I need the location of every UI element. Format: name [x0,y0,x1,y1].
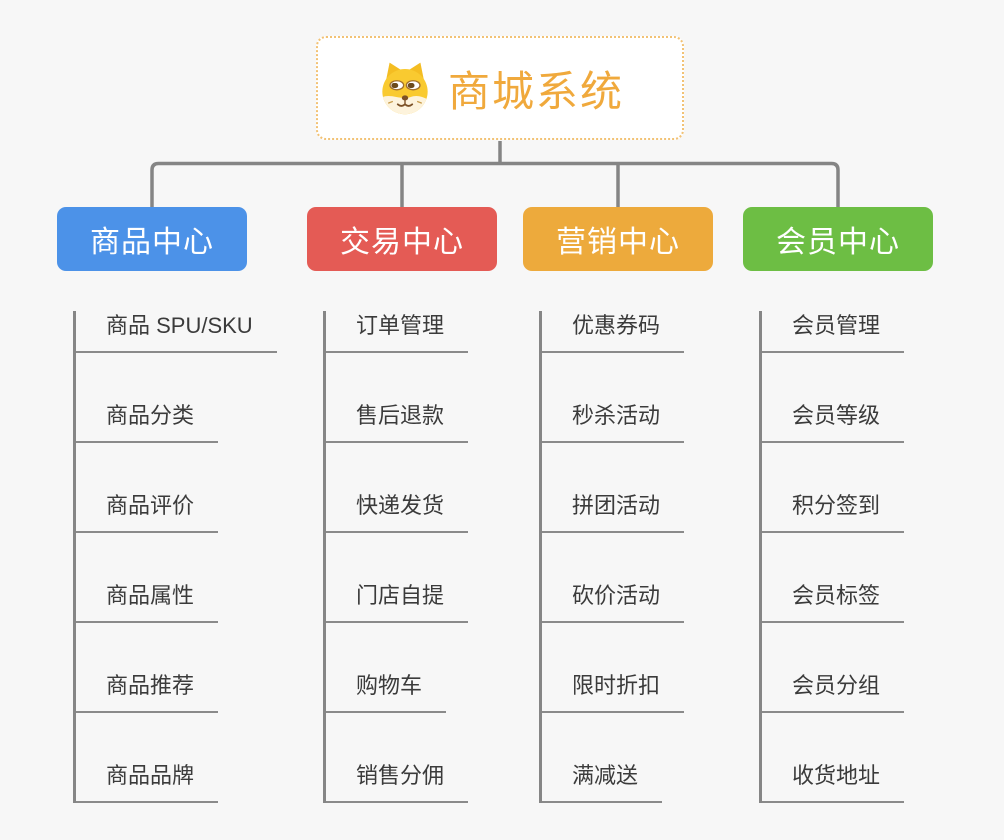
branch-bus-line [150,161,840,208]
sub-topic[interactable]: 商品品牌 [73,761,219,803]
branch-column: 营销中心 优惠券码秒杀活动拼团活动砍价活动限时折扣满减送 [523,207,773,803]
sub-topic[interactable]: 会员等级 [759,401,905,443]
branch-column: 商品中心 商品 SPU/SKU 商品分类商品评价商品属性商品推荐商品品牌 [57,207,307,803]
sub-topic[interactable]: 订单管理 [323,311,469,353]
branch-node-trade[interactable]: 交易中心 [307,207,497,271]
branch-children: 商品 SPU/SKU 商品分类商品评价商品属性商品推荐商品品牌 [73,311,277,803]
branch-label: 会员中心 [776,226,900,259]
sub-topic[interactable]: 积分签到 [759,491,905,533]
branch-column: 交易中心 订单管理售后退款快递发货门店自提购物车销售分佣 [307,207,557,803]
sub-topic[interactable]: 砍价活动 [539,581,685,623]
branch-node-product[interactable]: 商品中心 [57,207,247,271]
branch-label: 商品中心 [90,226,214,259]
branch-children: 优惠券码秒杀活动拼团活动砍价活动限时折扣满减送 [539,311,685,803]
dog-face-icon [382,62,428,115]
sub-topic[interactable]: 会员管理 [759,311,905,353]
branch-node-member[interactable]: 会员中心 [743,207,933,271]
branch-column: 会员中心 会员管理会员等级积分签到会员标签会员分组收货地址 [743,207,993,803]
sub-topic[interactable]: 满减送 [539,761,663,803]
sub-topic[interactable]: 商品推荐 [73,671,219,713]
sub-topic[interactable]: 会员标签 [759,581,905,623]
sub-topic[interactable]: 限时折扣 [539,671,685,713]
sub-topic[interactable]: 门店自提 [323,581,469,623]
sub-topic[interactable]: 收货地址 [759,761,905,803]
branch-label: 营销中心 [556,226,680,259]
sub-topic[interactable]: 快递发货 [323,491,469,533]
branch-children: 订单管理售后退款快递发货门店自提购物车销售分佣 [323,311,469,803]
sub-topic[interactable]: 拼团活动 [539,491,685,533]
sub-topic[interactable]: 商品评价 [73,491,219,533]
branch-children: 会员管理会员等级积分签到会员标签会员分组收货地址 [759,311,905,803]
sub-topic[interactable]: 商品分类 [73,401,219,443]
root-topic[interactable]: 商城系统 [316,36,684,140]
sub-topic[interactable]: 商品 SPU/SKU [73,311,277,353]
root-title: 商城系统 [447,67,624,115]
sub-topic[interactable]: 秒杀活动 [539,401,685,443]
branch-node-marketing[interactable]: 营销中心 [523,207,713,271]
sub-topic[interactable]: 购物车 [323,671,447,713]
sub-topic[interactable]: 优惠券码 [539,311,685,353]
sub-topic[interactable]: 售后退款 [323,401,469,443]
branch-label: 交易中心 [340,226,464,259]
sub-topic[interactable]: 会员分组 [759,671,905,713]
sub-topic[interactable]: 商品属性 [73,581,219,623]
sub-topic[interactable]: 销售分佣 [323,761,469,803]
